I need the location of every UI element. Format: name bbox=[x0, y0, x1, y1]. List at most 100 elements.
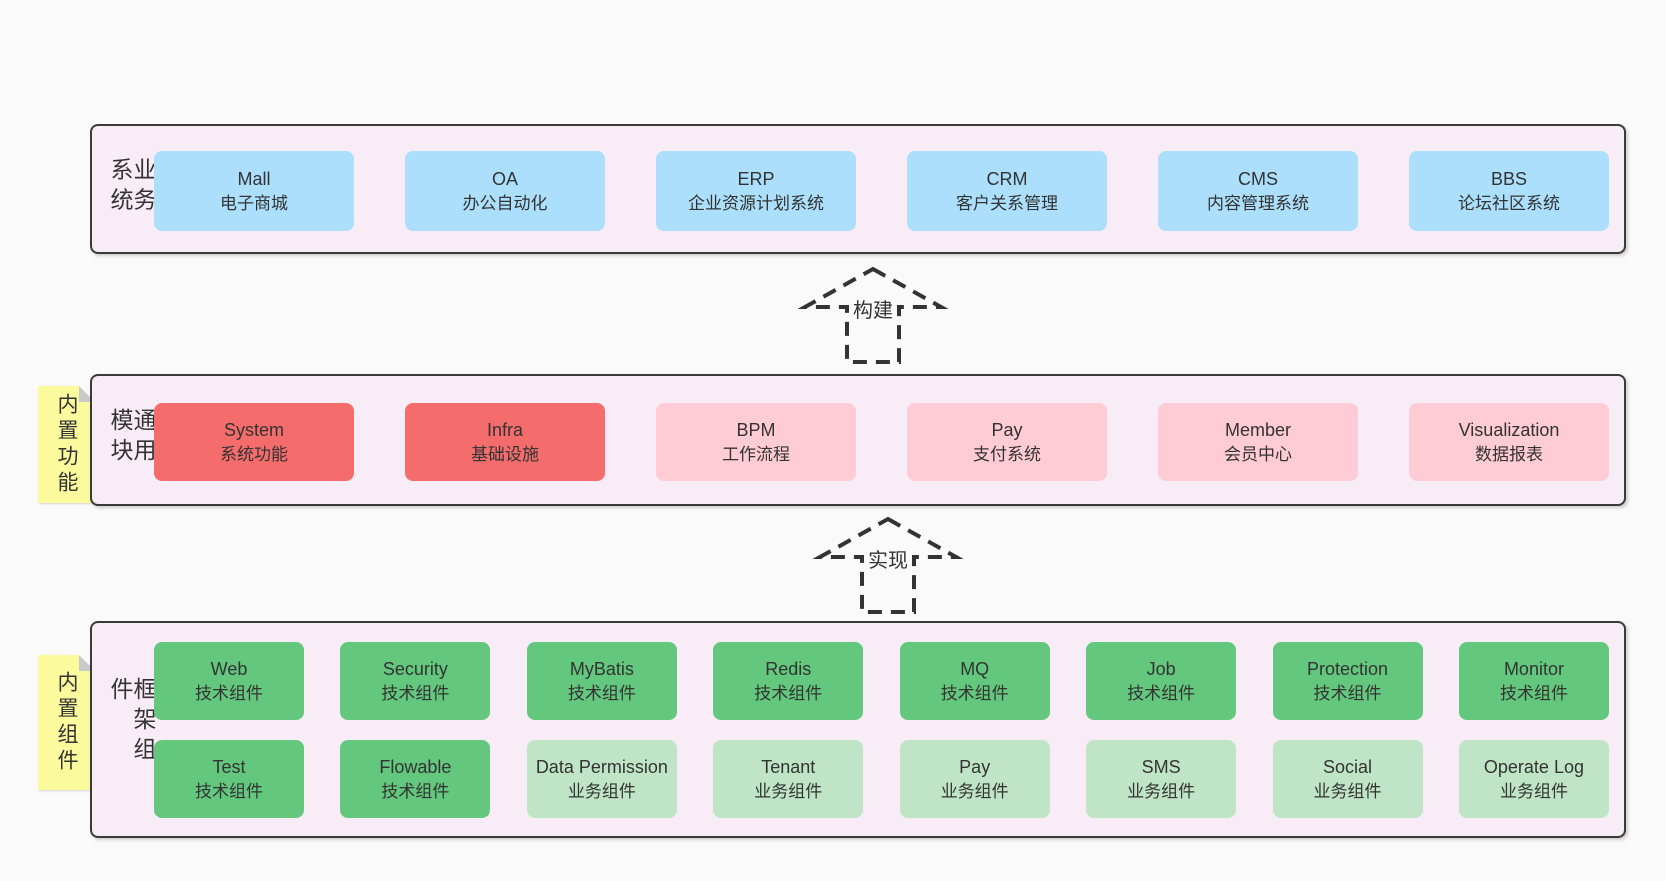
box-desc: 业务组件 bbox=[754, 782, 823, 802]
layer-common-modules: 通用模块 System 系统功能 Infra 基础设施 BPM 工作流程 Pay… bbox=[90, 374, 1626, 506]
box-desc: 论坛社区系统 bbox=[1458, 194, 1560, 214]
box-bbs: BBS 论坛社区系统 bbox=[1409, 151, 1609, 231]
box-operate-log: Operate Log 业务组件 bbox=[1458, 740, 1609, 818]
box-desc: 技术组件 bbox=[940, 684, 1009, 704]
arrow-label: 实现 bbox=[865, 548, 911, 574]
box-flowable: Flowable 技术组件 bbox=[340, 740, 491, 818]
box-name: Visualization bbox=[1458, 419, 1560, 440]
box-name: Tenant bbox=[761, 756, 816, 777]
box-desc: 技术组件 bbox=[754, 684, 823, 704]
box-desc: 业务组件 bbox=[567, 782, 636, 802]
box-desc: 技术组件 bbox=[195, 782, 263, 802]
layer-framework-components: 框架组件 Web 技术组件 Security 技术组件 MyBatis 技术组件… bbox=[90, 621, 1626, 838]
box-desc: 技术组件 bbox=[1499, 684, 1568, 704]
box-name: Web bbox=[210, 658, 248, 679]
box-job: Job 技术组件 bbox=[1086, 642, 1237, 720]
sticky-note-builtin-features: 内置功能 bbox=[38, 386, 95, 503]
box-desc: 企业资源计划系统 bbox=[688, 194, 824, 214]
box-system: System 系统功能 bbox=[154, 403, 354, 481]
box-desc: 基础设施 bbox=[471, 445, 539, 465]
sticky-note-label: 内置功能 bbox=[55, 392, 78, 497]
box-name: CMS bbox=[1238, 168, 1278, 189]
layer-business-systems: 业务系统 Mall 电子商城 OA 办公自动化 ERP 企业资源计划系统 CRM… bbox=[90, 124, 1626, 254]
box-name: Operate Log bbox=[1483, 756, 1584, 777]
box-name: Security bbox=[382, 658, 448, 679]
box-row: System 系统功能 Infra 基础设施 BPM 工作流程 Pay 支付系统… bbox=[154, 403, 1609, 481]
box-erp: ERP 企业资源计划系统 bbox=[656, 151, 856, 231]
box-name: Social bbox=[1323, 756, 1373, 777]
box-protection: Protection 技术组件 bbox=[1272, 642, 1423, 720]
box-name: Pay bbox=[959, 756, 991, 777]
box-row: Web 技术组件 Security 技术组件 MyBatis 技术组件 Redi… bbox=[154, 642, 1609, 720]
box-name: Mall bbox=[237, 168, 271, 189]
box-name: MyBatis bbox=[569, 658, 634, 679]
box-desc: 技术组件 bbox=[1127, 684, 1196, 704]
box-name: SMS bbox=[1141, 756, 1181, 777]
box-desc: 工作流程 bbox=[722, 445, 790, 465]
box-mybatis: MyBatis 技术组件 bbox=[526, 642, 677, 720]
box-name: System bbox=[223, 419, 284, 440]
box-row: Test 技术组件 Flowable 技术组件 Data Permission … bbox=[154, 740, 1609, 818]
box-desc: 数据报表 bbox=[1475, 445, 1543, 465]
box-name: BBS bbox=[1490, 168, 1528, 189]
box-security: Security 技术组件 bbox=[340, 642, 491, 720]
box-name: OA bbox=[491, 168, 518, 189]
box-monitor: Monitor 技术组件 bbox=[1458, 642, 1609, 720]
box-name: Job bbox=[1146, 658, 1176, 679]
box-desc: 技术组件 bbox=[1313, 684, 1382, 704]
box-name: BPM bbox=[736, 419, 776, 440]
box-crm: CRM 客户关系管理 bbox=[907, 151, 1107, 231]
box-desc: 业务组件 bbox=[1313, 782, 1382, 802]
box-desc: 业务组件 bbox=[940, 782, 1009, 802]
box-desc: 支付系统 bbox=[973, 445, 1041, 465]
box-redis: Redis 技术组件 bbox=[713, 642, 864, 720]
box-tenant: Tenant 业务组件 bbox=[713, 740, 864, 818]
box-bpm: BPM 工作流程 bbox=[656, 403, 856, 481]
box-name: Data Permission bbox=[535, 756, 668, 777]
box-desc: 技术组件 bbox=[195, 684, 263, 704]
box-member: Member 会员中心 bbox=[1158, 403, 1358, 481]
box-desc: 系统功能 bbox=[220, 445, 288, 465]
sticky-note-label: 内置组件 bbox=[55, 670, 78, 775]
box-name: Test bbox=[212, 756, 246, 777]
box-test: Test 技术组件 bbox=[154, 740, 304, 818]
box-name: Infra bbox=[486, 419, 524, 440]
layer-label: 框架组件 bbox=[107, 676, 156, 767]
box-infra: Infra 基础设施 bbox=[405, 403, 605, 481]
box-sms: SMS 业务组件 bbox=[1086, 740, 1237, 818]
box-name: Monitor bbox=[1503, 658, 1564, 679]
arrow-label: 构建 bbox=[850, 298, 896, 324]
box-pay-biz: Pay 业务组件 bbox=[899, 740, 1050, 818]
box-desc: 电子商城 bbox=[220, 194, 288, 214]
box-desc: 技术组件 bbox=[381, 684, 450, 704]
box-pay: Pay 支付系统 bbox=[907, 403, 1107, 481]
box-desc: 客户关系管理 bbox=[956, 194, 1058, 214]
box-desc: 技术组件 bbox=[381, 782, 450, 802]
dashed-arrow-build: 构建 bbox=[798, 266, 948, 366]
box-name: Protection bbox=[1307, 658, 1389, 679]
layer-label: 业务系统 bbox=[107, 157, 156, 218]
box-desc: 办公自动化 bbox=[462, 194, 548, 214]
box-mq: MQ 技术组件 bbox=[899, 642, 1050, 720]
box-name: Member bbox=[1224, 419, 1291, 440]
box-data-permission: Data Permission 业务组件 bbox=[526, 740, 677, 818]
box-cms: CMS 内容管理系统 bbox=[1158, 151, 1358, 231]
box-desc: 内容管理系统 bbox=[1207, 194, 1309, 214]
box-desc: 业务组件 bbox=[1127, 782, 1196, 802]
box-social: Social 业务组件 bbox=[1272, 740, 1423, 818]
box-name: MQ bbox=[960, 658, 990, 679]
box-web: Web 技术组件 bbox=[154, 642, 304, 720]
box-name: Redis bbox=[765, 658, 812, 679]
box-desc: 业务组件 bbox=[1499, 782, 1568, 802]
box-mall: Mall 电子商城 bbox=[154, 151, 354, 231]
box-name: Flowable bbox=[379, 756, 452, 777]
box-desc: 会员中心 bbox=[1224, 445, 1292, 465]
layer-label: 通用模块 bbox=[107, 408, 156, 468]
box-name: CRM bbox=[986, 168, 1028, 189]
dashed-arrow-implement: 实现 bbox=[813, 516, 963, 616]
sticky-note-builtin-components: 内置组件 bbox=[38, 655, 95, 790]
box-oa: OA 办公自动化 bbox=[405, 151, 605, 231]
box-name: Pay bbox=[991, 419, 1023, 440]
box-visualization: Visualization 数据报表 bbox=[1409, 403, 1609, 481]
